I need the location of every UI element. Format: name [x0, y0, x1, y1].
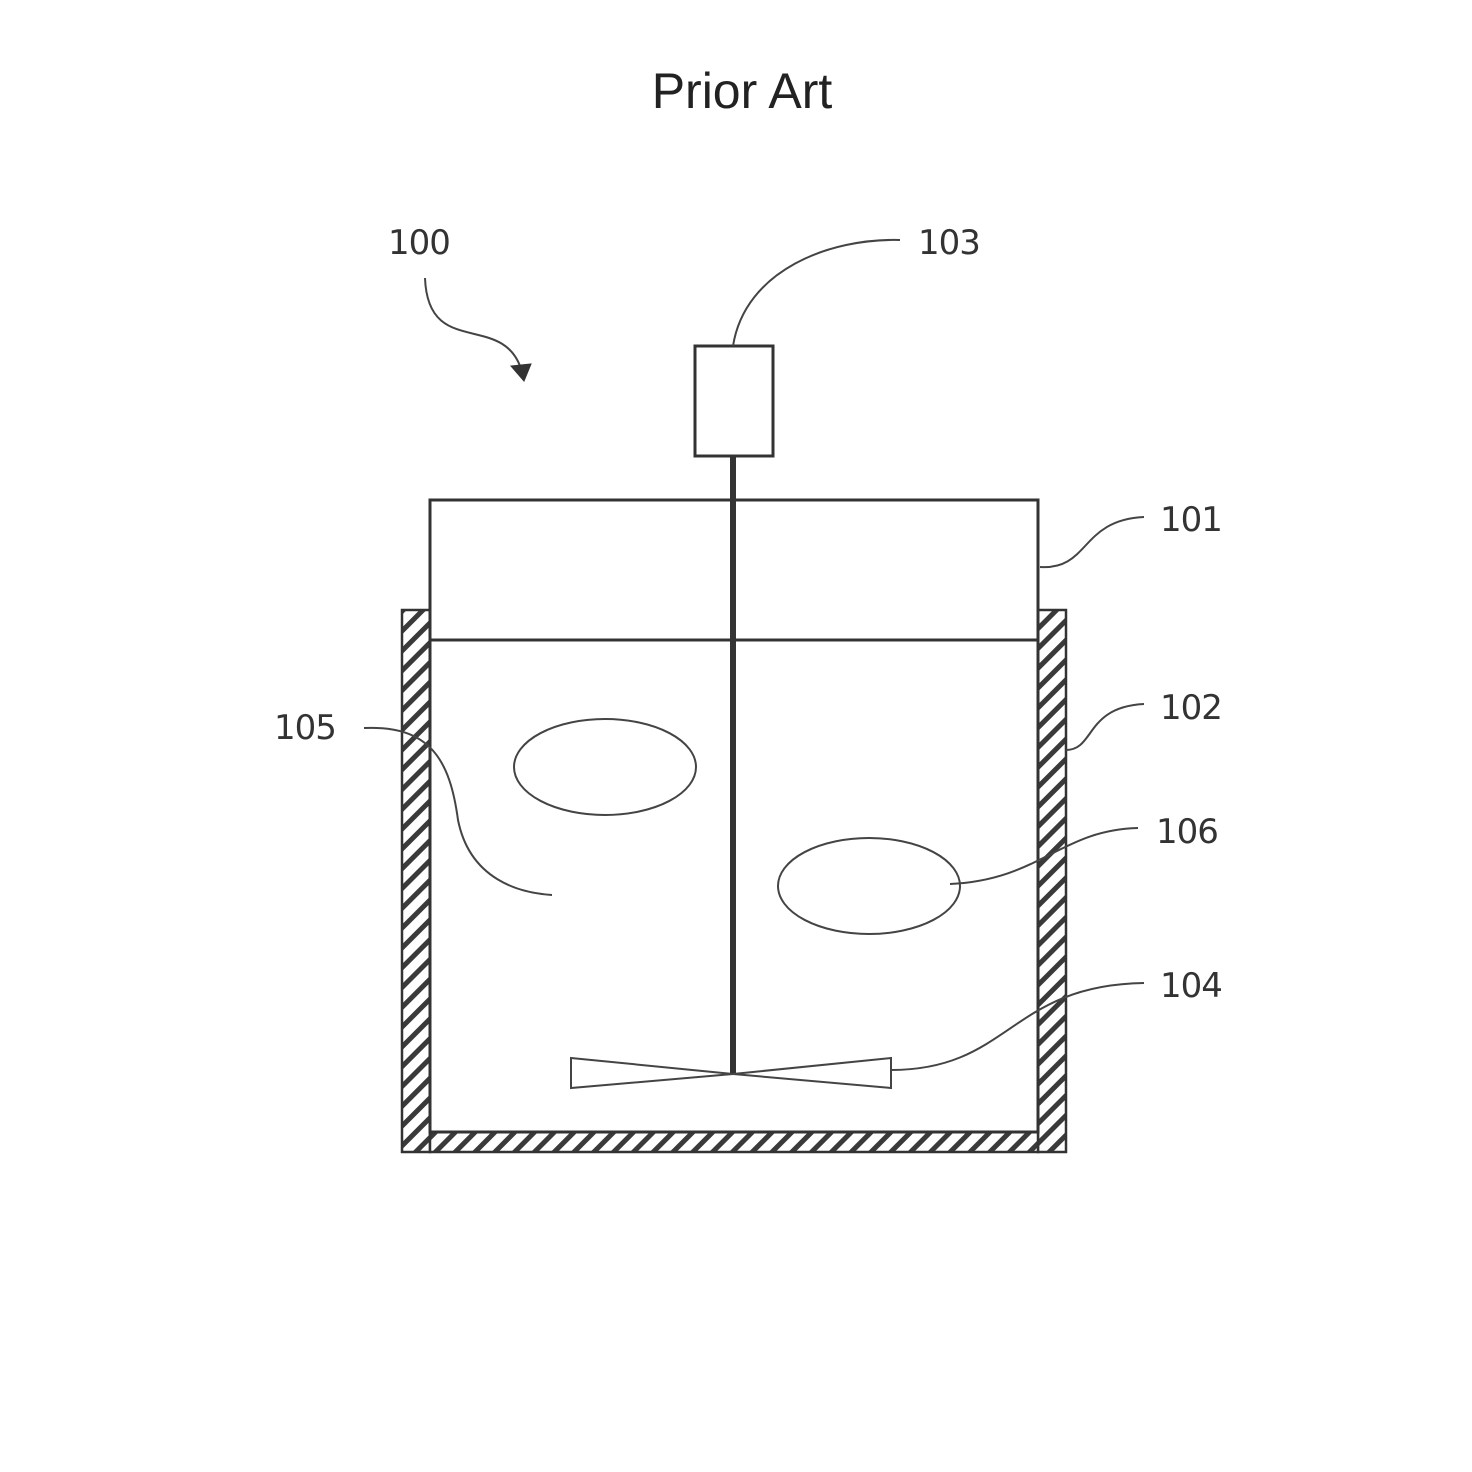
- leader-106: [949, 827, 1139, 885]
- leader-104: [890, 982, 1145, 1071]
- bubble-106: [777, 837, 961, 935]
- figure-title: Prior Art: [652, 63, 833, 119]
- label-105: 105: [274, 708, 336, 748]
- leader-105: [363, 726, 553, 896]
- arrow-100-head: [509, 363, 532, 382]
- impeller-blade-right: [732, 1056, 892, 1090]
- label-106: 106: [1156, 812, 1218, 852]
- leader-101: [1039, 516, 1145, 569]
- leader-102: [1065, 703, 1145, 751]
- label-104: 104: [1160, 966, 1222, 1006]
- impeller-104: [570, 1056, 734, 1090]
- bubble-upper: [513, 718, 697, 816]
- label-102: 102: [1160, 688, 1222, 728]
- label-100: 100: [388, 223, 450, 263]
- leader-103: [732, 238, 901, 347]
- label-101: 101: [1160, 500, 1222, 540]
- motor-103: [693, 344, 775, 458]
- leader-100: [424, 277, 523, 373]
- label-103: 103: [918, 223, 980, 263]
